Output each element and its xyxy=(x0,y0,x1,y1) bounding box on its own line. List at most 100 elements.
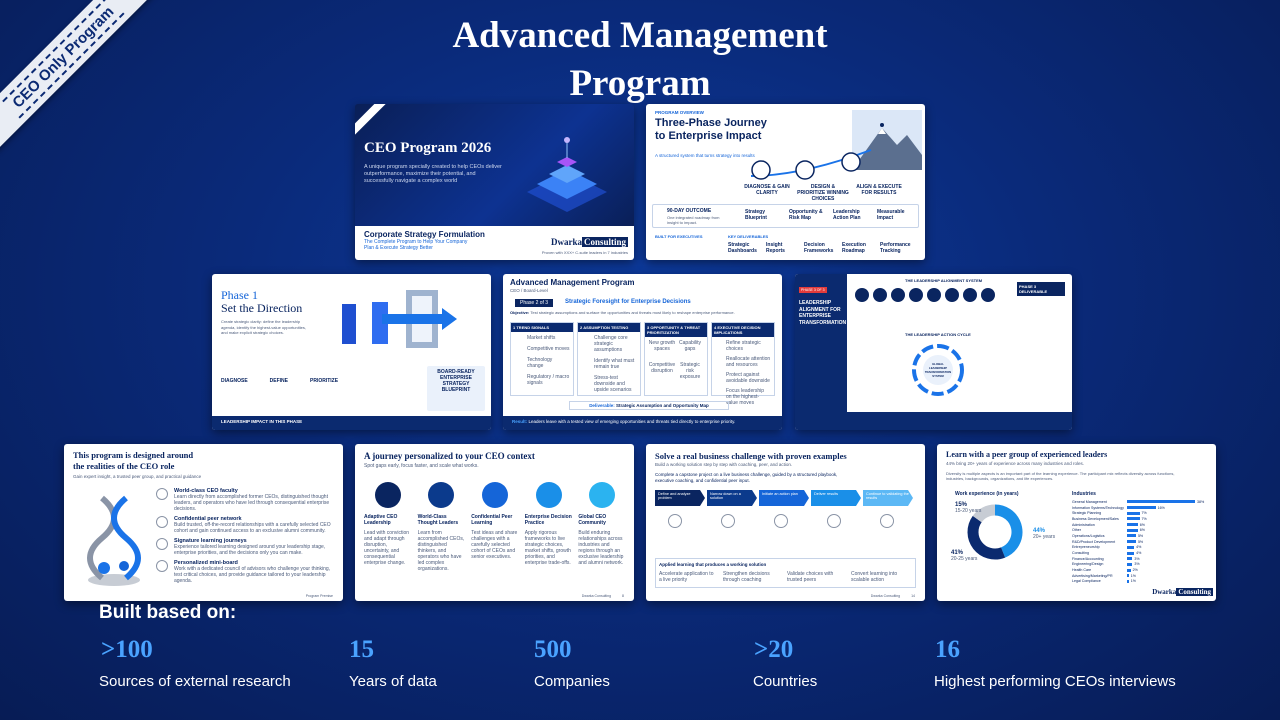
card8-footer: Dwarka Consulting 14 xyxy=(871,594,915,598)
card1-brand-tag: Proven with XXX+ C-suite leaders in 7 in… xyxy=(541,250,628,255)
industry-name: Business Development/Sales xyxy=(1072,516,1119,521)
industry-name: Advertising/Marketing/PR xyxy=(1072,573,1113,578)
title-line-2: Program xyxy=(569,63,711,104)
card9-sub: 44% bring 20+ years of experience across… xyxy=(946,461,1084,466)
industry-row: Advertising/Marketing/PR 1% xyxy=(1072,573,1210,579)
industry-pct: 6% xyxy=(1139,522,1145,527)
system-icon xyxy=(981,288,995,302)
donut-label-c-text: 15-20 years xyxy=(955,508,982,514)
industry-pct: 1% xyxy=(1130,573,1136,578)
card2-outcome: 90-DAY OUTCOME xyxy=(667,208,712,214)
industry-name: Consulting xyxy=(1072,551,1089,556)
industry-name: Entrepreneurship xyxy=(1072,545,1100,550)
card5-deliverable: PHASE 3 DELIVERABLE xyxy=(1017,282,1065,296)
card6-title-1: This program is designed around xyxy=(73,450,194,460)
card8-step: Deliver results xyxy=(811,490,861,506)
card4-phase-tag: Phase 2 of 3 xyxy=(515,299,554,307)
industry-pct: 1% xyxy=(1130,579,1136,584)
stat-label: Countries xyxy=(753,673,818,690)
card2-step: ALIGN & EXECUTE FOR RESULTS xyxy=(856,184,902,196)
card6-item-title: World-class CEO faculty xyxy=(174,488,238,494)
card4-col-item: Reallocate attention and resources xyxy=(726,356,771,368)
donut-slice xyxy=(967,515,1006,560)
card4-col-item: Protect against avoidable downside xyxy=(726,372,770,384)
system-icon xyxy=(945,288,959,302)
card9-desc: Diversity is multiple aspects is an impo… xyxy=(946,471,1175,481)
card4-column-header: 2 ASSUMPTION TESTING xyxy=(578,323,640,332)
industry-row: Strategic Planning 7% xyxy=(1072,510,1210,516)
card4-col-item: Focus leadership on the highest-value mo… xyxy=(726,388,765,406)
card3-bottom-bar: LEADERSHIP IMPACT IN THIS PHASE xyxy=(212,416,491,430)
card4-column: 4 EXECUTIVE DECISION IMPLICATIONS Refine… xyxy=(711,322,775,406)
card2-deliverable: Strategic Dashboards xyxy=(728,242,757,254)
card5-phase-tag: PHASE 3 OF 3 xyxy=(799,287,827,293)
card4-result-bar: Result: Leaders leave with a tested view… xyxy=(503,416,782,430)
industry-pct: 7% xyxy=(1141,511,1147,516)
slide-card-ceo-program[interactable]: CEO Program 2026 A unique program specia… xyxy=(355,104,634,260)
card8-steps: Define and analyze problem Narrow down o… xyxy=(655,490,913,506)
slide-card-peer-group[interactable]: Learn with a peer group of experienced l… xyxy=(937,444,1216,601)
card8-desc: Complete a capstone project on a live bu… xyxy=(655,472,838,483)
industry-bar xyxy=(1127,551,1135,555)
industry-name: Strategic Planning xyxy=(1072,511,1102,516)
card2-outcomes: Strategy Blueprint Opportunity & Risk Ma… xyxy=(745,209,911,221)
card4-column: 3 OPPORTUNITY & THREAT PRIORITIZATION Ne… xyxy=(644,322,708,396)
industry-bar xyxy=(1127,540,1136,544)
stat-number: 15 xyxy=(349,636,374,663)
industry-pct: 4% xyxy=(1136,551,1142,556)
card6-footer: Program Premise xyxy=(305,594,333,598)
page-title: Advanced Management Program xyxy=(340,12,940,108)
card5-center: GLOBAL LEADERSHIP TRANSFORMATION SYSTEM xyxy=(924,362,952,378)
card5-left-panel: PHASE 3 OF 3 LEADERSHIP ALIGNMENT FOR EN… xyxy=(795,274,847,430)
card6-dna-illustration xyxy=(87,495,141,586)
stat-number: >20 xyxy=(754,636,794,663)
card2-deliverable: Insight Reports xyxy=(766,242,785,254)
card1-footer-title: Corporate Strategy Formulation xyxy=(364,230,485,239)
card8-applied-item: Accelerate application to a live priorit… xyxy=(659,571,714,583)
card4-column-label: EXECUTIVE DECISION IMPLICATIONS xyxy=(714,325,761,335)
donut-label-a-text: 20+ years xyxy=(1033,534,1056,540)
card8-sub: Build a working solution step by step wi… xyxy=(655,462,793,467)
donut-label-b-text: 20-25 years xyxy=(951,556,978,562)
card8-applied: Applied learning that produces a working… xyxy=(659,562,767,567)
industry-name: Health Care xyxy=(1072,568,1092,573)
ribbon-label: CEO Only Program xyxy=(1,0,125,119)
system-icon xyxy=(855,288,869,302)
card7-col-title: Confidential Peer Learning xyxy=(471,514,513,526)
card4-column: 1 TREND SIGNALS Market shifts Competitiv… xyxy=(510,322,574,396)
card4-objective-row: Objective: Test strategic assumptions an… xyxy=(510,310,775,315)
card2-outcome-item: Leadership Action Plan xyxy=(833,209,861,221)
card3-deliverable-box: BOARD-READY ENTERPRISE STRATEGY BLUEPRIN… xyxy=(427,366,485,411)
card4-column-label: TREND SIGNALS xyxy=(516,325,550,330)
industry-bar xyxy=(1127,511,1140,515)
faculty-icon xyxy=(156,488,168,500)
card4-col-item: Competitive moves xyxy=(527,346,570,352)
card7-col-text: Apply rigorous frameworks to live strate… xyxy=(524,530,571,566)
stat-number: 500 xyxy=(534,636,572,663)
slide-card-three-phase[interactable]: PROGRAM OVERVIEW Three-Phase Journey to … xyxy=(646,104,925,260)
card6-item-title: Personalized mini-board xyxy=(174,560,238,566)
slide-card-phase-2[interactable]: Advanced Management Program CEO / Board-… xyxy=(503,274,782,430)
card3-door-illustration xyxy=(342,290,457,348)
card6-item: World-class CEO faculty Learn directly f… xyxy=(156,488,336,512)
system-icon xyxy=(927,288,941,302)
slide-card-phase-3[interactable]: PHASE 3 OF 3 LEADERSHIP ALIGNMENT FOR EN… xyxy=(795,274,1072,430)
donut-label-b-pct: 41% xyxy=(951,550,964,556)
compare-icon xyxy=(721,514,735,528)
slide-card-program-design[interactable]: This program is designed around the real… xyxy=(64,444,343,601)
industry-bar xyxy=(1127,528,1138,532)
card2-kicker: PROGRAM OVERVIEW xyxy=(655,110,704,115)
card2-deliverable: Performance Tracking xyxy=(880,242,911,254)
slide-card-phase-1[interactable]: Phase 1 Set the Direction Create strateg… xyxy=(212,274,491,430)
card7-col-title: Global CEO Community xyxy=(578,514,607,526)
card6-item-title: Signature learning journeys xyxy=(174,538,247,544)
system-icon xyxy=(909,288,923,302)
card4-column-header: 3 OPPORTUNITY & THREAT PRIORITIZATION xyxy=(645,323,707,337)
slide-card-business-challenge[interactable]: Solve a real business challenge with pro… xyxy=(646,444,925,601)
journey-icon xyxy=(156,538,168,550)
slide-card-journey[interactable]: A journey personalized to your CEO conte… xyxy=(355,444,634,601)
